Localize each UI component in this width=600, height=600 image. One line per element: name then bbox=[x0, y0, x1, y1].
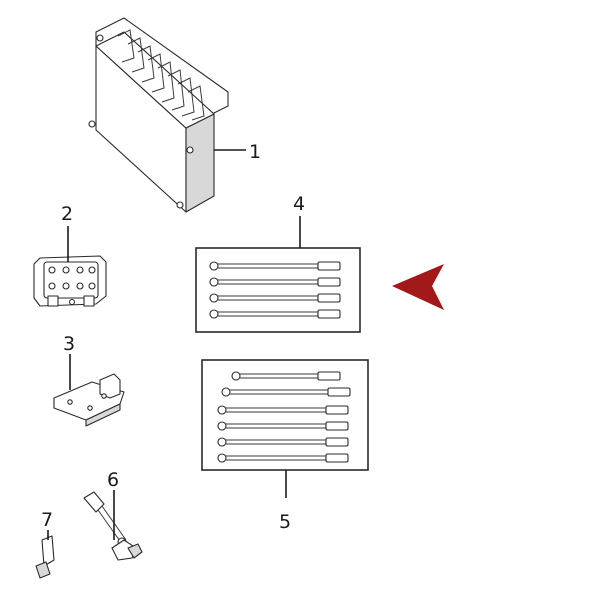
coil-pack-part bbox=[33, 226, 107, 307]
callout-6: 6 bbox=[107, 469, 119, 491]
callout-7: 7 bbox=[41, 509, 53, 531]
wire-5d bbox=[217, 421, 349, 431]
wire-4c bbox=[209, 293, 341, 303]
callout-4: 4 bbox=[293, 193, 305, 215]
cooling-fins bbox=[117, 29, 205, 121]
spark-plug-wire-set-6 bbox=[201, 359, 369, 498]
spark-plug-wire-set-4 bbox=[195, 216, 361, 333]
wire-4a bbox=[209, 261, 341, 271]
wire-5f bbox=[217, 453, 349, 463]
callout-1: 1 bbox=[249, 141, 261, 163]
wire-5c bbox=[217, 405, 349, 415]
indicator-arrow-icon bbox=[392, 264, 444, 310]
wire-5b bbox=[221, 387, 351, 397]
small-sensor-part bbox=[35, 530, 55, 579]
wire-5e bbox=[217, 437, 349, 447]
callout-3: 3 bbox=[63, 333, 75, 355]
wire-5a bbox=[231, 371, 341, 381]
wire-4d bbox=[209, 309, 341, 319]
bracket-part bbox=[53, 354, 125, 427]
callout-5: 5 bbox=[279, 511, 291, 533]
wire-4b bbox=[209, 277, 341, 287]
control-module-part bbox=[88, 17, 246, 213]
sensor-part bbox=[83, 490, 143, 561]
callout-2: 2 bbox=[61, 203, 73, 225]
